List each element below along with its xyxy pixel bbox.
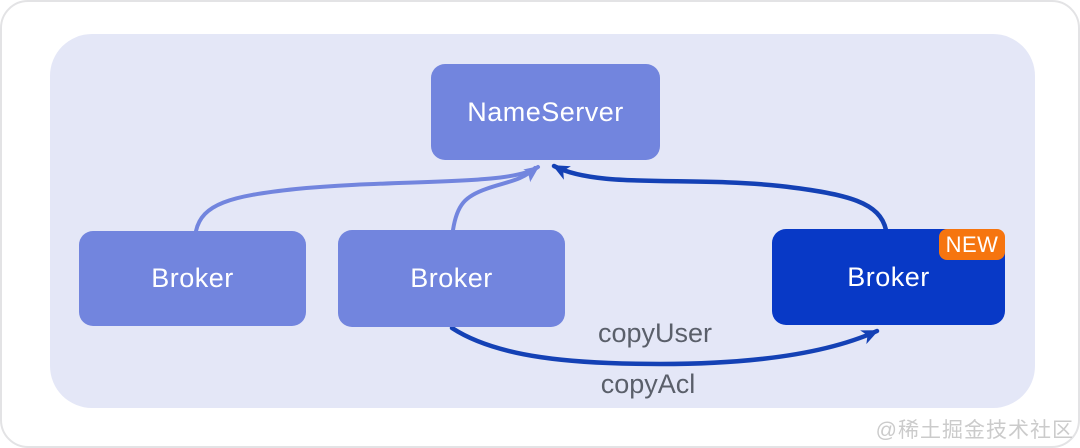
new-badge: NEW (939, 229, 1005, 260)
node-nameserver-label: NameServer (467, 96, 624, 127)
watermark: @稀土掘金技术社区 (875, 419, 1074, 442)
node-broker-new-label: Broker (847, 261, 930, 292)
edge-label-copy-acl: copyAcl (600, 369, 696, 399)
node-broker-new: Broker NEW (772, 229, 1005, 325)
node-nameserver: NameServer (431, 64, 660, 160)
edge-label-copy-user: copyUser (597, 318, 713, 348)
node-broker-left-label: Broker (151, 263, 234, 293)
node-broker-middle-label: Broker (410, 263, 493, 293)
node-broker-middle: Broker (338, 230, 565, 327)
node-broker-left: Broker (79, 231, 306, 326)
